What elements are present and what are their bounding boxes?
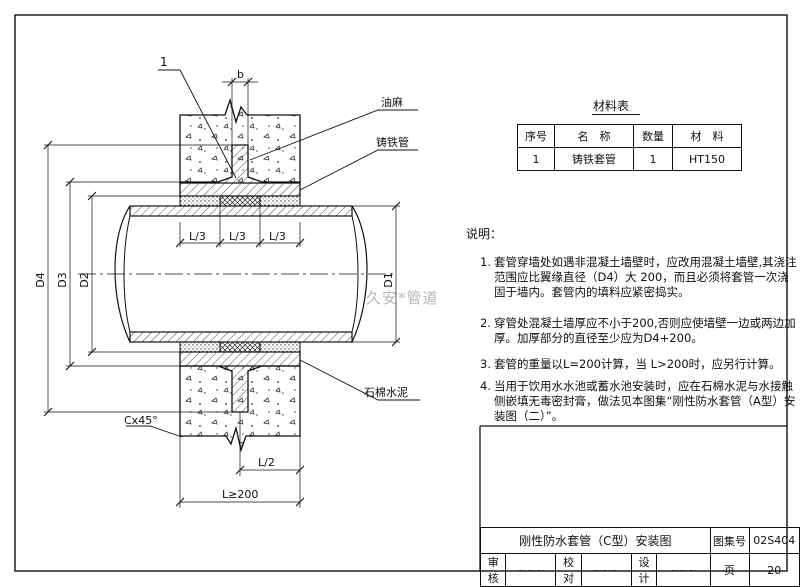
b-label: b	[237, 68, 244, 81]
note-number: 3.	[480, 357, 491, 371]
packing-upper-mid	[219, 195, 261, 207]
oil-hemp-label: 油麻	[381, 95, 403, 109]
cell-name: 铸铁套管	[554, 147, 634, 171]
pipe-wall-top	[129, 205, 353, 217]
note-number: 1.	[480, 255, 491, 269]
cell-qty: 1	[633, 147, 673, 171]
l3-label-left: L/3	[189, 230, 206, 243]
pipe-wall-bottom	[129, 331, 353, 343]
atlas-label: 图集号	[709, 527, 750, 554]
title-block	[479, 425, 787, 571]
asbestos-cement-label: 石棉水泥	[364, 385, 408, 399]
review-label: 审核	[479, 553, 507, 587]
d1-label: D1	[382, 272, 395, 287]
design-signature: ~~~	[656, 553, 711, 587]
title-block-table: 刚性防水套管（C型）安装图 图集号 02S404 审核 ~~~ 校对 ~~~ 设…	[479, 527, 800, 587]
check-label: 校对	[555, 553, 582, 587]
note-line: 穿管处混凝土墙厚应不小于200,否则应使墙壁一边或两边加	[494, 316, 796, 330]
cast-iron-pipe-label: 铸铁管	[376, 135, 409, 149]
title-block-row: 审核 ~~~ 校对 ~~~ 设计 ~~~ 页 20	[479, 553, 800, 587]
header-name: 名 称	[554, 124, 634, 148]
pipe-break-left	[114, 205, 131, 343]
materials-title-underline	[592, 114, 640, 115]
title-block-row: 刚性防水套管（C型）安装图 图集号 02S404	[480, 527, 800, 554]
l-min-label: L≥200	[222, 488, 258, 501]
l3-label-right: L/3	[269, 230, 286, 243]
note-line: 当用于饮用水水池或蓄水池安装时，应在石棉水泥与水接触	[494, 379, 793, 393]
note-line: 固于墙内。套管内的填料应紧密捣实。	[494, 284, 690, 299]
packing-lower-mid	[219, 341, 261, 353]
pipe-break-left2	[123, 215, 131, 333]
d2-label: D2	[78, 272, 91, 287]
packing-upper-left	[179, 195, 221, 207]
note-item: 2.穿管处混凝土墙厚应不小于200,否则应使墙壁一边或两边加 厚。加厚部分的直径…	[480, 316, 796, 346]
review-signature: ~~~	[505, 553, 557, 587]
materials-table: 序号 名 称 数量 材 料 1 铸铁套管 1 HT150	[517, 124, 742, 171]
note-line: 侧嵌填无毒密封膏，做法见本图集“刚性防水套管（A型）安	[494, 393, 796, 408]
packing-lower-left	[179, 341, 221, 353]
cell-material: HT150	[672, 147, 742, 171]
half-l-label: L/2	[258, 456, 275, 469]
part-number-label: 1	[160, 55, 168, 69]
packing-lower-right	[259, 341, 301, 353]
header-material: 材 料	[672, 124, 742, 148]
materials-title: 材料表	[593, 99, 630, 113]
sheet-border	[14, 14, 788, 572]
note-line: 厚。加厚部分的直径至少应为D4+200。	[494, 330, 703, 345]
drawing-title: 刚性防水套管（C型）安装图	[480, 527, 711, 554]
design-label: 设计	[630, 553, 658, 587]
d3-label: D3	[56, 272, 69, 287]
table-row: 1 铸铁套管 1 HT150	[517, 147, 742, 171]
cell-index: 1	[517, 147, 555, 171]
note-line: 套管的重量以L=200计算，当 L>200时，应另行计算。	[494, 357, 781, 371]
header-index: 序号	[517, 124, 555, 148]
page-number: 20	[748, 553, 800, 587]
note-line: 套管穿墙处如遇非混凝土墙壁时，应改用混凝土墙壁,其浇注	[494, 255, 797, 269]
atlas-number: 02S404	[748, 527, 800, 554]
chamfer-label: Cx45°	[124, 414, 158, 427]
pipe-break-right	[351, 205, 368, 343]
note-number: 4.	[480, 379, 491, 393]
watermark: 久安*管道	[366, 289, 439, 307]
note-line: 装图（二）”。	[494, 408, 564, 423]
sleeve-lower	[179, 351, 301, 413]
packing-upper-right	[259, 195, 301, 207]
note-item: 4.当用于饮用水水池或蓄水池安装时，应在石棉水泥与水接触 侧嵌填无毒密封膏，做法…	[480, 379, 795, 424]
pipe-break-right2	[351, 215, 359, 333]
l3-label-mid: L/3	[229, 230, 246, 243]
page-label: 页	[709, 553, 750, 587]
header-qty: 数量	[633, 124, 673, 148]
check-signature: ~~~	[580, 553, 632, 587]
note-line: 范围应比翼缘直径（D4）大 200，而且必须将套管一次浇	[494, 269, 789, 284]
note-item: 3.套管的重量以L=200计算，当 L>200时，应另行计算。	[480, 357, 781, 372]
notes-heading: 说明：	[466, 227, 503, 241]
d4-label: D4	[34, 272, 47, 287]
materials-header-row: 序号 名 称 数量 材 料	[517, 124, 742, 148]
note-number: 2.	[480, 316, 491, 330]
note-item: 1.套管穿墙处如遇非混凝土墙壁时，应改用混凝土墙壁,其浇注 范围应比翼缘直径（D…	[480, 255, 797, 300]
